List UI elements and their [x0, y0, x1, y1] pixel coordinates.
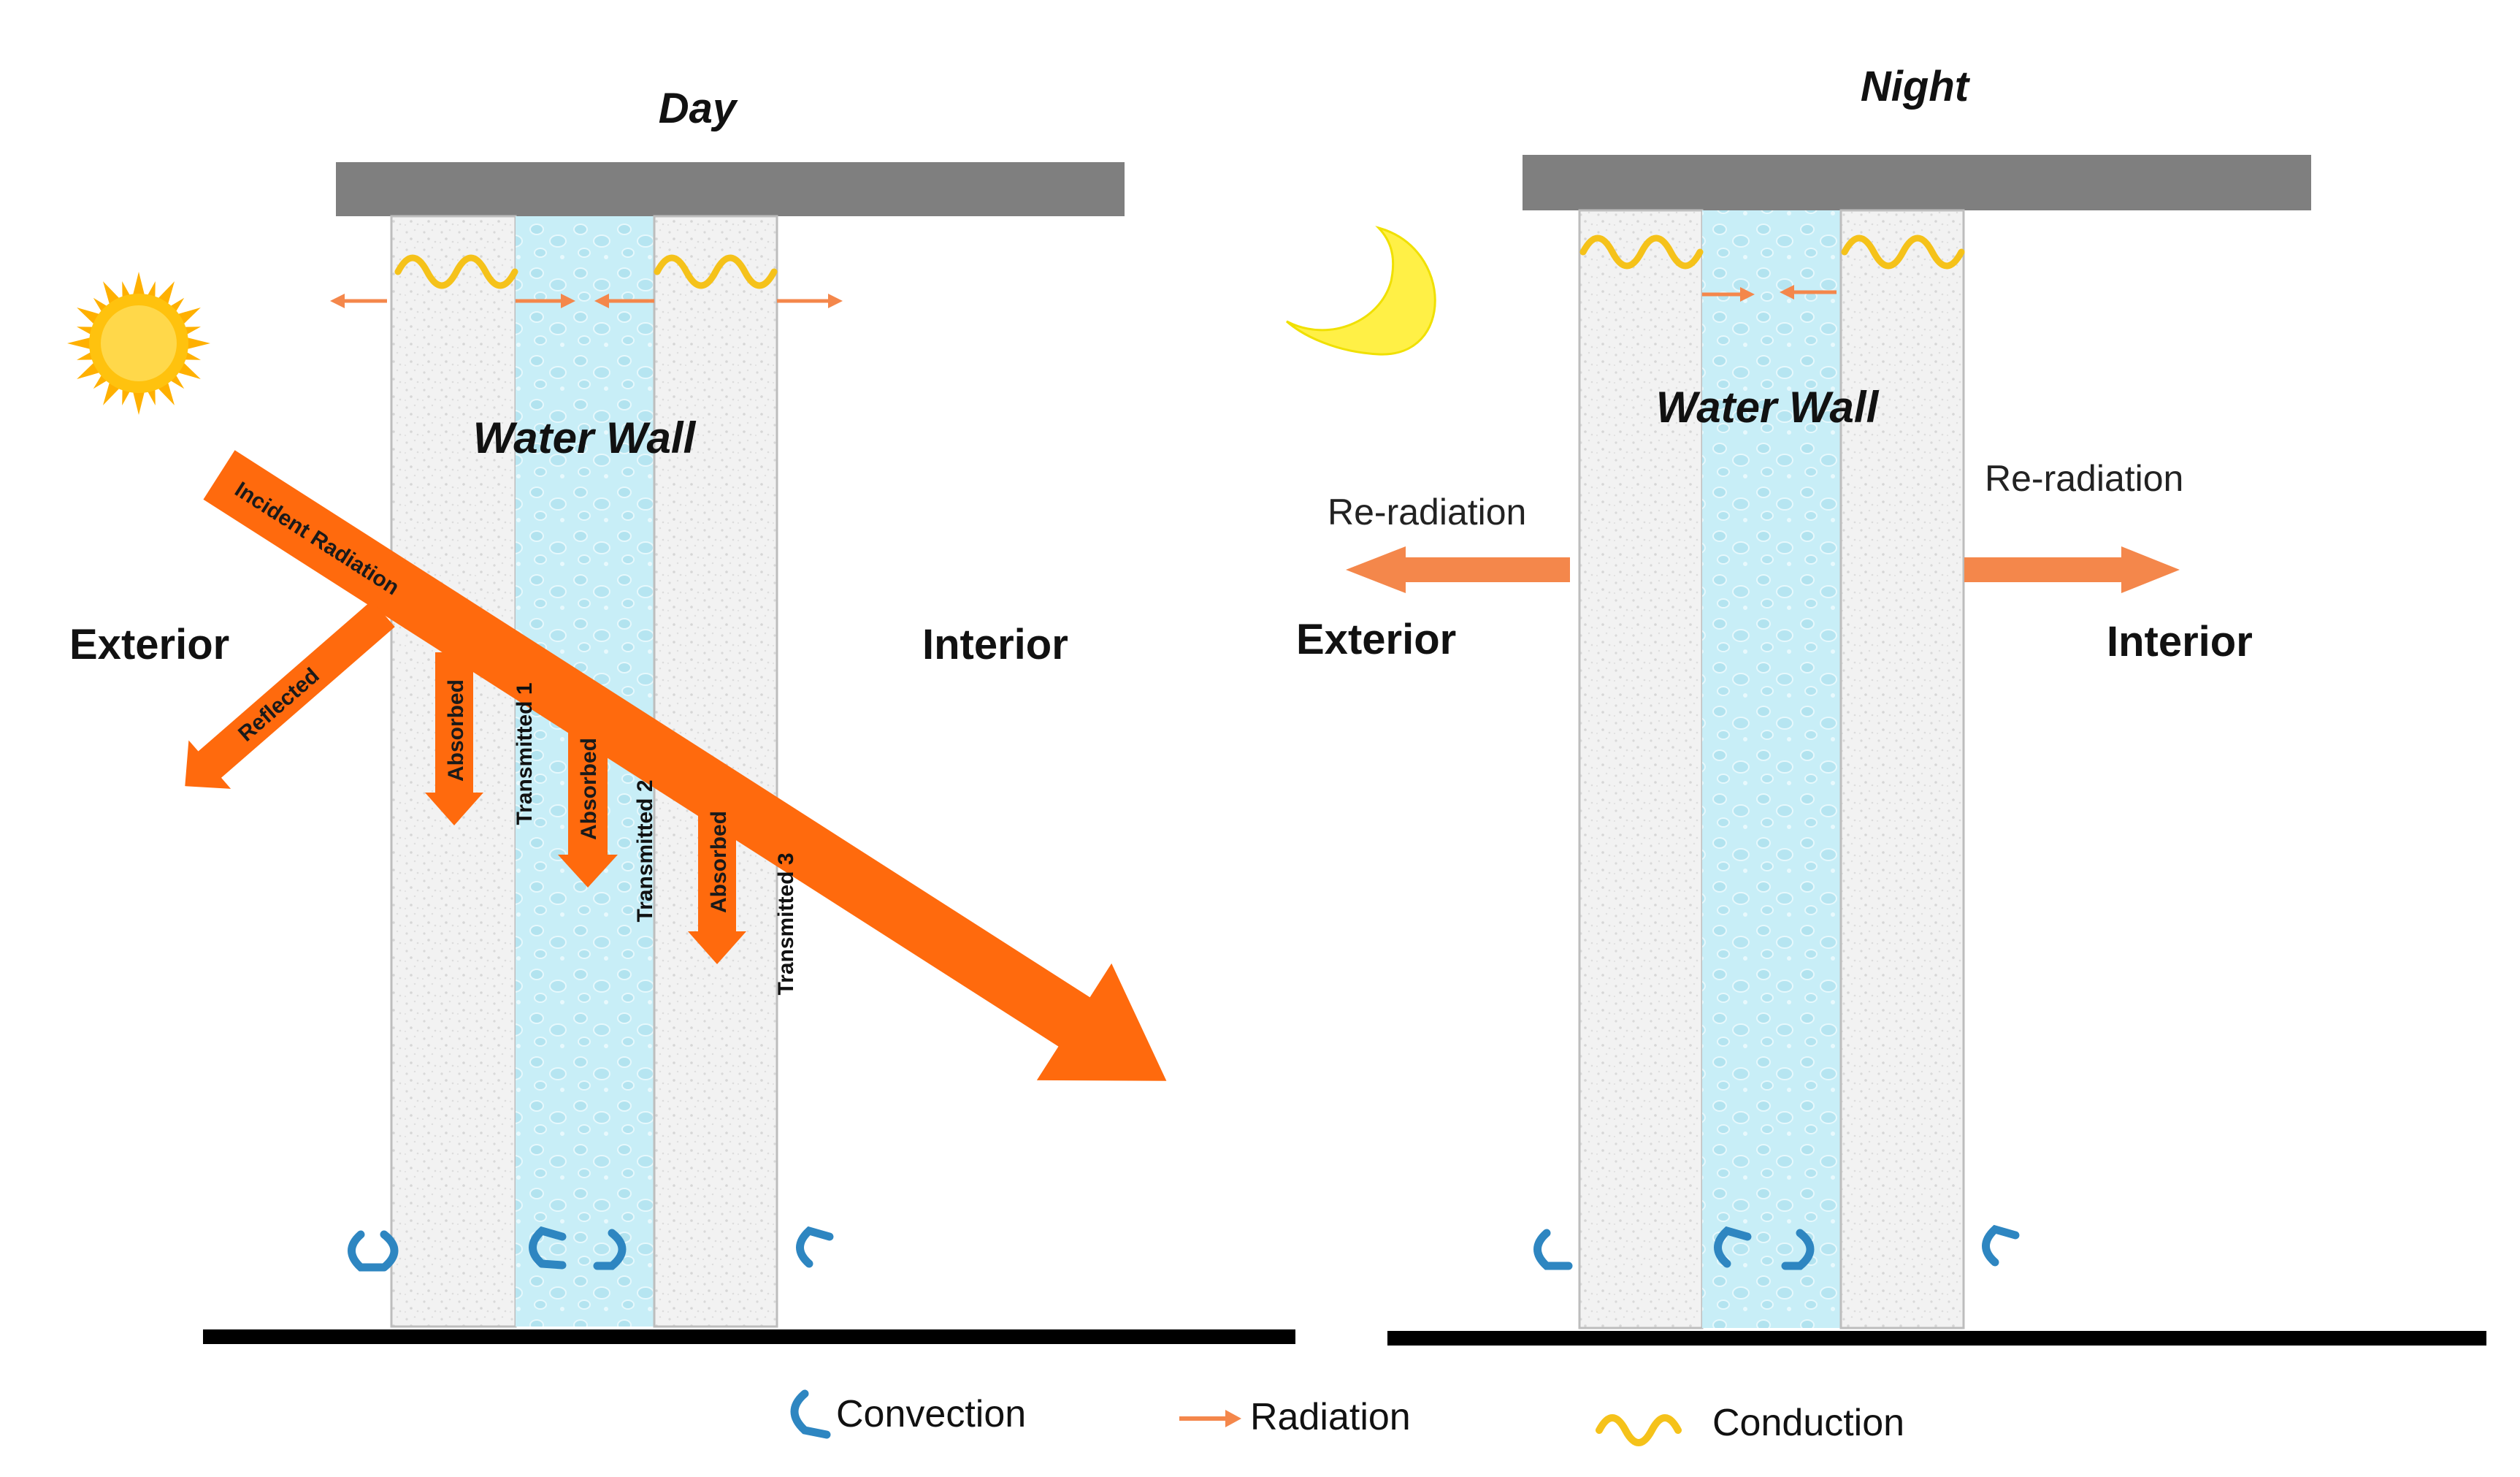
- transmitted-1-label: Transmitted 1: [513, 682, 537, 825]
- night-panel: Night Water Wall Re-radiation Re-radiati…: [1286, 63, 2486, 1346]
- day-water-wall-label: Water Wall: [473, 413, 697, 462]
- convection-icon: [380, 1230, 399, 1272]
- day-interior-label: Interior: [922, 621, 1068, 668]
- absorbed-label-3: Absorbed: [707, 811, 731, 913]
- radiation-arrows-night: [1702, 285, 1837, 302]
- legend-radiation-label: Radiation: [1250, 1396, 1411, 1438]
- convection-icon: [790, 1389, 831, 1439]
- conduction-icon: [1579, 234, 1704, 270]
- night-title: Night: [1861, 63, 1971, 110]
- convection-icon: [1781, 1229, 1815, 1270]
- legend-convection: Convection: [790, 1389, 1026, 1439]
- reflected-label: Reflected: [234, 663, 324, 747]
- reradiation-left-arrow: [1346, 546, 1570, 593]
- night-reradiation-left-label: Re-radiation: [1328, 492, 1526, 533]
- night-outer-panel: [1578, 209, 1704, 1329]
- reradiation-right-arrow: [1964, 546, 2180, 593]
- night-inner-panel: [1839, 209, 1965, 1329]
- night-ground-line: [1387, 1331, 2486, 1346]
- convection-icon: [537, 1259, 567, 1270]
- legend-conduction: Conduction: [1596, 1402, 1904, 1446]
- absorbed-label-2: Absorbed: [577, 738, 601, 840]
- night-interior-label: Interior: [2107, 618, 2253, 665]
- convection-icons-day: [348, 1226, 834, 1272]
- radiation-arrows-day: [330, 294, 843, 308]
- legend-radiation: Radiation: [1179, 1396, 1411, 1438]
- conduction-icon: [654, 254, 778, 289]
- day-ground-line: [203, 1329, 1295, 1344]
- absorbed-label-1: Absorbed: [444, 679, 468, 782]
- incident-radiation-label: Incident Radiation: [231, 478, 404, 600]
- convection-icon: [593, 1229, 627, 1270]
- conduction-icon: [394, 254, 518, 289]
- radiation-icon: [1225, 1410, 1241, 1427]
- convection-icons-night: [1533, 1224, 2020, 1270]
- night-roof-slab: [1523, 155, 2311, 210]
- absorbed-arrow-3: Absorbed: [688, 790, 746, 964]
- legend-conduction-label: Conduction: [1712, 1402, 1904, 1444]
- convection-icon: [1982, 1224, 2020, 1267]
- absorbed-arrow-1: Absorbed: [425, 652, 483, 825]
- conduction-icon: [1841, 234, 1965, 270]
- legend-convection-label: Convection: [836, 1393, 1026, 1435]
- convection-icon: [796, 1226, 834, 1268]
- day-exterior-label: Exterior: [69, 621, 229, 668]
- conduction-icon: [1596, 1414, 1682, 1446]
- day-panel: Day: [67, 85, 1295, 1344]
- night-exterior-label: Exterior: [1296, 616, 1456, 663]
- convection-icon: [1714, 1226, 1752, 1268]
- day-roof-slab: [336, 162, 1125, 216]
- night-water-wall-label: Water Wall: [1656, 383, 1880, 432]
- convection-icon: [348, 1230, 387, 1272]
- night-water-column: [1702, 210, 1841, 1328]
- convection-icon: [529, 1226, 567, 1268]
- night-reradiation-right-label: Re-radiation: [1985, 458, 2183, 499]
- transmitted-2-label: Transmitted 2: [633, 779, 657, 922]
- transmitted-3-label: Transmitted 3: [774, 852, 798, 995]
- legend: Convection Radiation Conduction: [790, 1389, 1904, 1446]
- sun-icon: [67, 272, 210, 415]
- day-title: Day: [659, 85, 738, 132]
- moon-icon: [1286, 226, 1436, 356]
- absorbed-arrow-2: Absorbed: [558, 720, 618, 888]
- convection-icon: [1533, 1229, 1573, 1270]
